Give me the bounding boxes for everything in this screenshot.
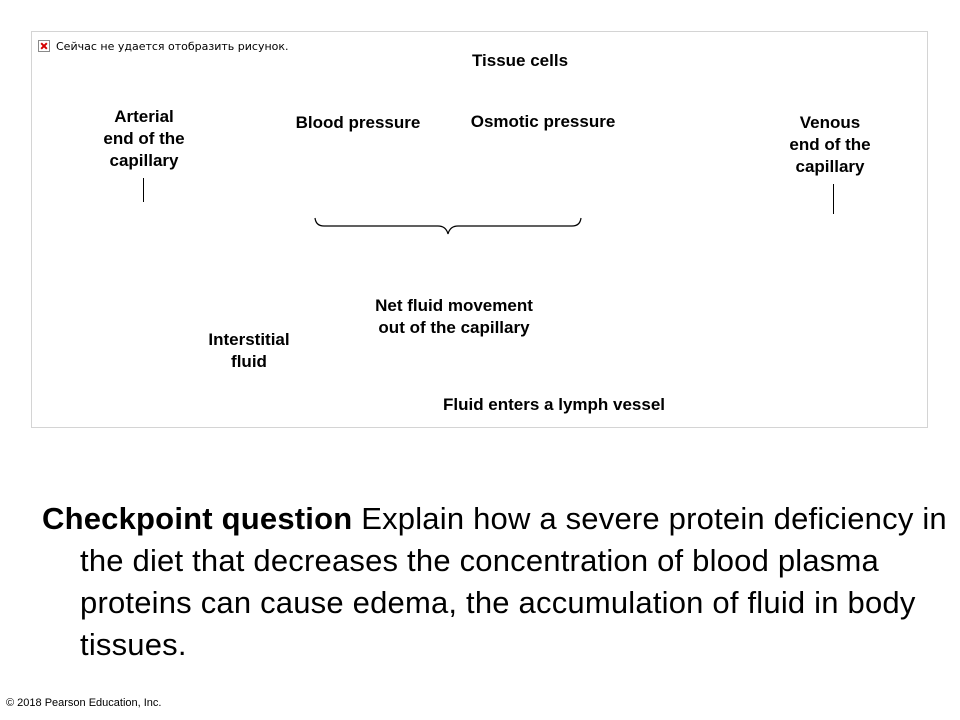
net-fluid-movement-label: Net fluid movement out of the capillary xyxy=(375,296,533,337)
broken-image-icon xyxy=(38,40,50,52)
arterial-pointer-line xyxy=(143,178,144,202)
copyright-notice: © 2018 Pearson Education, Inc. xyxy=(6,697,162,709)
venous-pointer-line xyxy=(833,184,834,214)
pressure-brace xyxy=(314,217,582,235)
broken-image-text: Сейчас не удается отобразить рисунок. xyxy=(56,39,289,53)
tissue-cells-label: Tissue cells xyxy=(471,51,569,70)
broken-image-notice: Сейчас не удается отобразить рисунок. xyxy=(38,38,289,54)
venous-end-label: Venous end of the capillary xyxy=(789,113,871,176)
figure-frame xyxy=(31,31,928,428)
interstitial-fluid-label: Interstitial fluid xyxy=(208,330,290,371)
lymph-vessel-label: Fluid enters a lymph vessel xyxy=(442,395,666,414)
question-label: Checkpoint question xyxy=(42,501,353,536)
osmotic-pressure-label: Osmotic pressure xyxy=(470,112,616,131)
checkpoint-question: Checkpoint question Explain how a severe… xyxy=(42,498,960,666)
question-text: Explain how a severe protein deficiency … xyxy=(80,501,947,662)
arterial-end-label: Arterial end of the capillary xyxy=(103,107,185,170)
blood-pressure-label: Blood pressure xyxy=(295,113,421,132)
